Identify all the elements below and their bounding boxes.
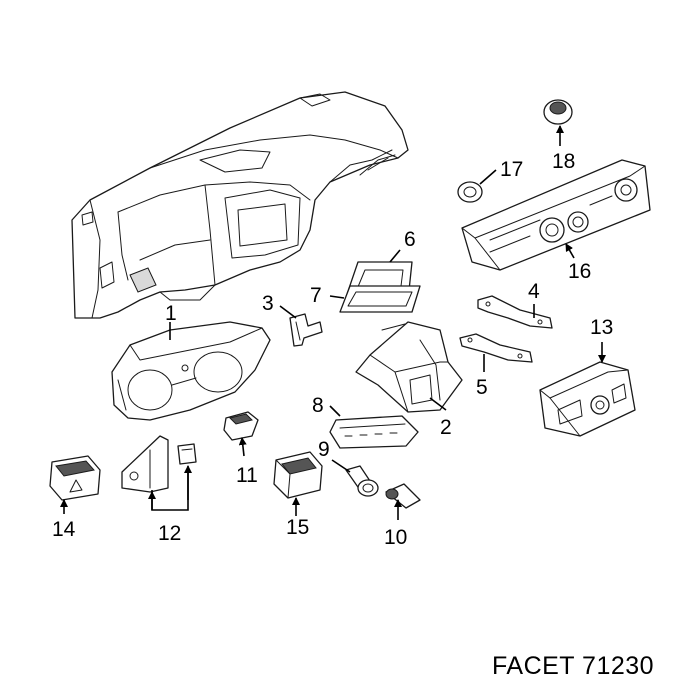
callout-2: 2: [440, 416, 452, 439]
leader-7: [329, 295, 345, 299]
leader-16: [565, 243, 575, 259]
part-13-control-panel: [539, 361, 636, 437]
leader-2: [429, 397, 447, 411]
part-5-bracket: [459, 333, 533, 363]
callout-8: 8: [312, 394, 324, 417]
leader-11: [238, 437, 247, 457]
callout-6: 6: [404, 228, 416, 251]
part-15-switch-block: [273, 451, 323, 499]
part-17-knob: [457, 181, 483, 203]
part-12-clip: [177, 443, 197, 465]
part-11-small-switch: [223, 411, 259, 441]
callout-13: 13: [590, 316, 613, 339]
callout-1: 1: [165, 302, 177, 325]
part-16-climate-control: [461, 159, 651, 271]
leader-8: [329, 405, 341, 417]
part-12-bracket: [121, 435, 169, 493]
part-7-display-gasket: [339, 285, 421, 313]
callout-16: 16: [568, 260, 591, 283]
part-3-bracket: [289, 313, 323, 347]
callout-4: 4: [528, 280, 540, 303]
callout-5: 5: [476, 376, 488, 399]
part-18-switch: [543, 99, 573, 125]
callout-15: 15: [286, 516, 309, 539]
callout-10: 10: [384, 526, 407, 549]
callout-numbers: 1 2 3 4 5 6 7 8 9 10 11 12 13 14 15 16 1…: [52, 150, 613, 549]
part-1-instrument-cluster: [111, 321, 271, 421]
callout-18: 18: [552, 150, 575, 173]
leader-6: [389, 249, 401, 263]
callout-7: 7: [310, 284, 322, 307]
callout-12: 12: [158, 522, 181, 545]
part-2-center-housing: [355, 321, 463, 413]
leader-17: [479, 169, 497, 185]
callout-14: 14: [52, 518, 76, 541]
part-4-bracket: [477, 295, 553, 329]
part-9-socket: [345, 465, 379, 497]
dashboard-panel: [71, 91, 409, 319]
brand-part-number: FACET 71230: [492, 652, 655, 680]
part-10-lighter: [385, 483, 421, 509]
part-8-switch-strip: [329, 415, 419, 449]
part-14-hazard-switch: [49, 455, 101, 501]
callout-11: 11: [236, 464, 258, 487]
leader-lines: [60, 125, 606, 520]
callout-17: 17: [500, 158, 523, 181]
callout-3: 3: [262, 292, 274, 315]
leader-9: [331, 459, 351, 473]
leader-3: [279, 305, 297, 319]
callout-9: 9: [318, 438, 330, 461]
